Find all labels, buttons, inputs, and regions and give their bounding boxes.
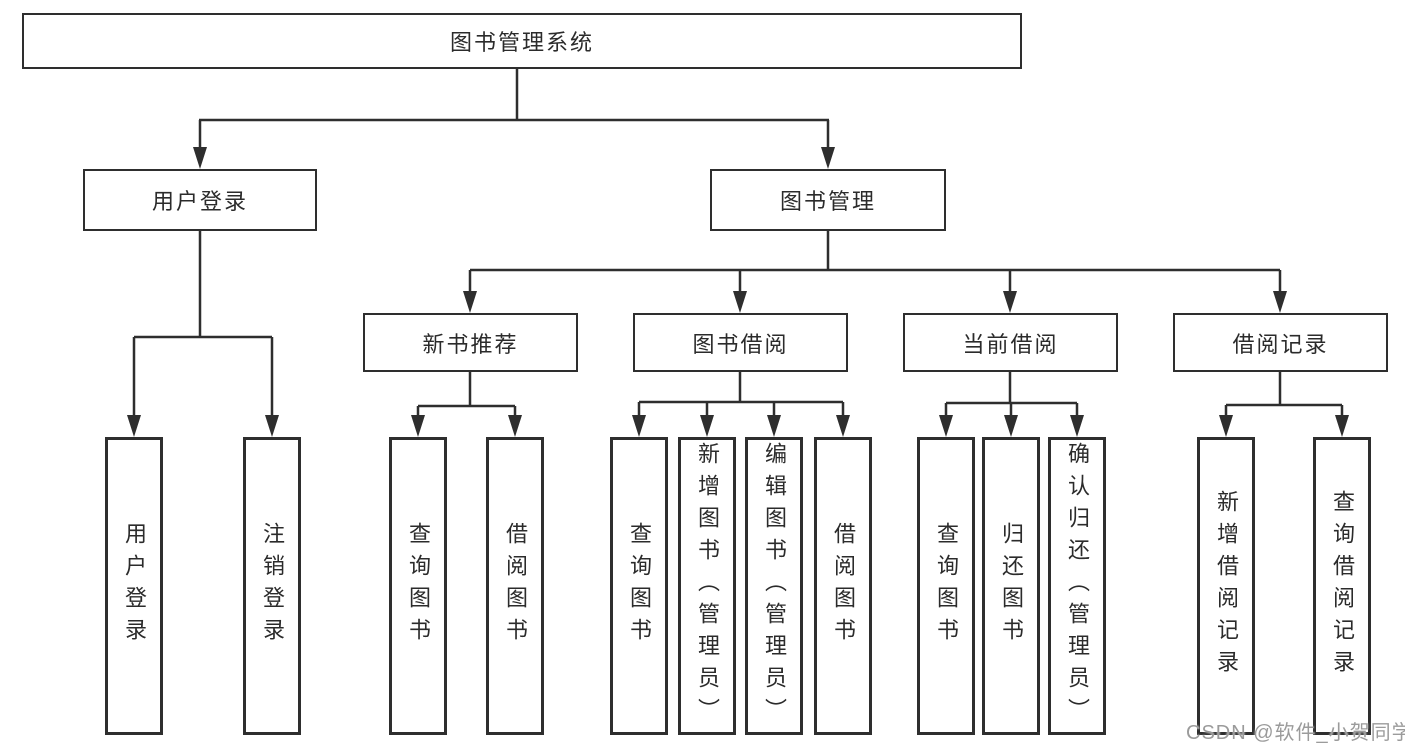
node-borrow-record-label: 借阅记录 (1232, 331, 1329, 357)
leaf-rec-borrow-books-label: 借阅图书 (503, 522, 528, 650)
leaf-cb-query-books-label: 查询图书 (934, 522, 959, 650)
leaf-cb-confirm-return-label: 确认归还（管理员） (1065, 442, 1090, 730)
node-book-mgmt: 图书管理 (710, 169, 946, 231)
node-new-book-rec-label: 新书推荐 (422, 331, 519, 357)
node-root-label: 图书管理系统 (449, 30, 594, 55)
node-book-borrow-label: 图书借阅 (692, 331, 789, 357)
node-root: 图书管理系统 (22, 13, 1022, 69)
leaf-bb-add-books: 新增图书（管理员） (678, 437, 736, 735)
node-current-borrow-label: 当前借阅 (962, 331, 1059, 357)
node-user-login: 用户登录 (83, 169, 317, 231)
leaf-rec-query-books: 查询图书 (389, 437, 447, 735)
leaf-user-login: 用户登录 (105, 437, 163, 735)
leaf-br-add-record: 新增借阅记录 (1197, 437, 1255, 735)
leaf-bb-query-books-label: 查询图书 (627, 522, 652, 650)
leaf-br-query-record: 查询借阅记录 (1313, 437, 1371, 735)
leaf-br-add-record-label: 新增借阅记录 (1214, 490, 1239, 682)
leaf-bb-borrow-books-label: 借阅图书 (831, 522, 856, 650)
leaf-bb-borrow-books: 借阅图书 (814, 437, 872, 735)
node-book-borrow: 图书借阅 (633, 313, 848, 372)
leaf-user-login-label: 用户登录 (122, 522, 147, 650)
connector-line-path (132, 69, 1344, 418)
leaf-bb-query-books: 查询图书 (610, 437, 668, 735)
leaf-rec-borrow-books: 借阅图书 (486, 437, 544, 735)
leaf-bb-edit-books-label: 编辑图书（管理员） (762, 442, 787, 730)
leaf-logout-label: 注销登录 (260, 522, 285, 650)
watermark: CSDN @软件_小贺同学 (1186, 722, 1405, 744)
leaf-cb-confirm-return: 确认归还（管理员） (1048, 437, 1106, 735)
leaf-bb-edit-books: 编辑图书（管理员） (745, 437, 803, 735)
node-new-book-rec: 新书推荐 (363, 313, 578, 372)
leaf-cb-query-books: 查询图书 (917, 437, 975, 735)
leaf-bb-add-books-label: 新增图书（管理员） (695, 442, 720, 730)
leaf-cb-return-books: 归还图书 (982, 437, 1040, 735)
leaf-rec-query-books-label: 查询图书 (406, 522, 431, 650)
node-user-login-label: 用户登录 (151, 189, 248, 214)
arrowhead-icons (127, 147, 1349, 437)
node-borrow-record: 借阅记录 (1173, 313, 1388, 372)
node-book-mgmt-label: 图书管理 (779, 189, 876, 214)
leaf-logout: 注销登录 (243, 437, 301, 735)
node-current-borrow: 当前借阅 (903, 313, 1118, 372)
leaf-cb-return-books-label: 归还图书 (999, 522, 1024, 650)
leaf-br-query-record-label: 查询借阅记录 (1330, 490, 1355, 682)
